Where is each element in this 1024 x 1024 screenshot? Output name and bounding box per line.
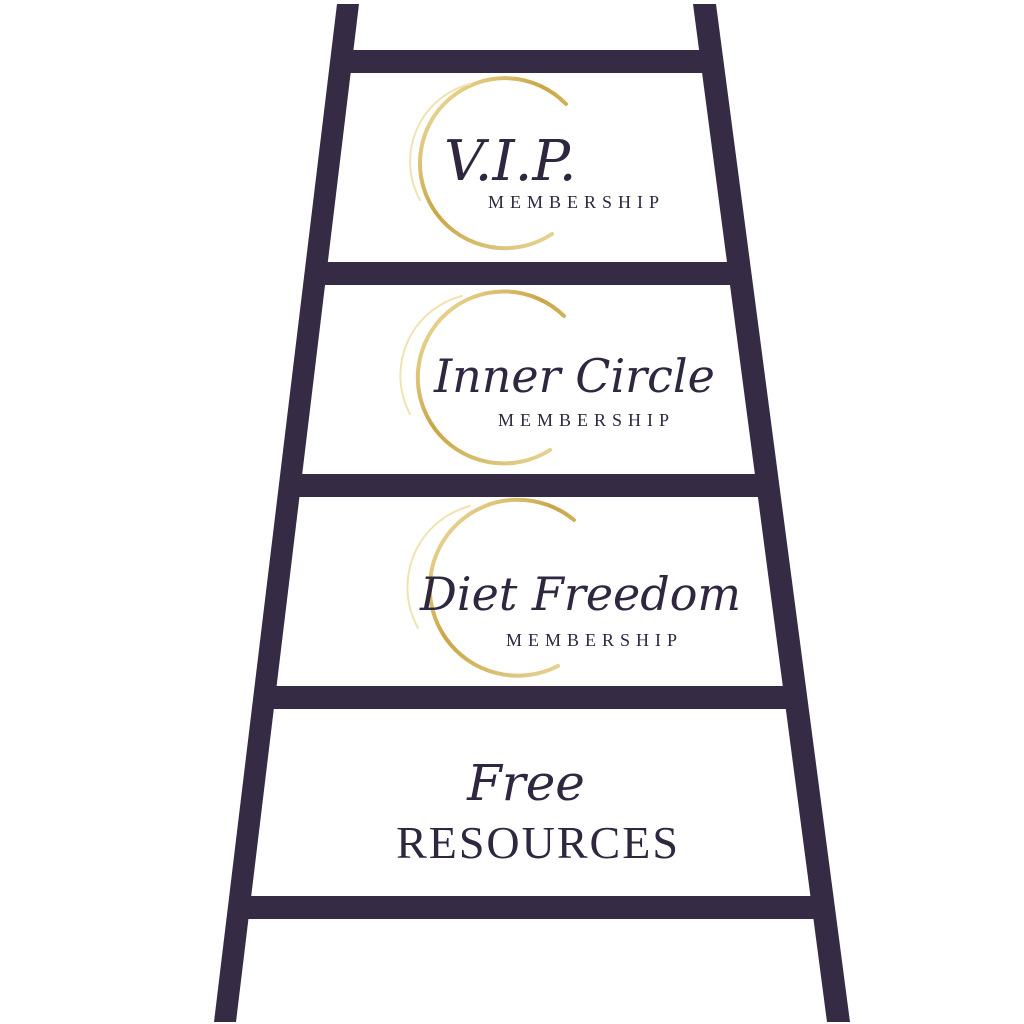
gold-ring-icon — [427, 497, 576, 678]
tier-inner-circle: Inner Circle MEMBERSHIP — [399, 289, 715, 466]
gold-ring-accent-icon — [406, 505, 471, 629]
tier-script-title: Diet Freedom — [419, 567, 741, 621]
tier-subtitle: MEMBERSHIP — [506, 630, 683, 650]
gold-ring-accent-icon — [399, 295, 463, 415]
tier-subtitle: MEMBERSHIP — [488, 192, 665, 212]
gold-ring-icon — [418, 76, 568, 251]
gold-ring-icon — [415, 289, 566, 466]
tier-subtitle: RESOURCES — [396, 817, 680, 868]
tier-free-resources: Free RESOURCES — [396, 754, 680, 868]
tier-subtitle: MEMBERSHIP — [498, 410, 675, 430]
ladder-rung-5 — [234, 896, 816, 919]
tier-diet-freedom: Diet Freedom MEMBERSHIP — [406, 497, 741, 678]
ladder-left-rail — [214, 4, 359, 1022]
ladder-rung-3 — [290, 474, 760, 497]
tier-script-title: Free — [466, 754, 585, 812]
tier-script-title: V.I.P. — [444, 129, 577, 194]
ladder-rung-2 — [318, 262, 733, 285]
tier-vip: V.I.P. MEMBERSHIP — [409, 76, 665, 251]
ladder-right-rail — [693, 4, 850, 1022]
gold-ring-accent-icon — [409, 83, 471, 201]
ladder-rung-1 — [345, 50, 705, 73]
ladder-rung-4 — [262, 686, 787, 709]
tier-script-title: Inner Circle — [433, 349, 715, 403]
